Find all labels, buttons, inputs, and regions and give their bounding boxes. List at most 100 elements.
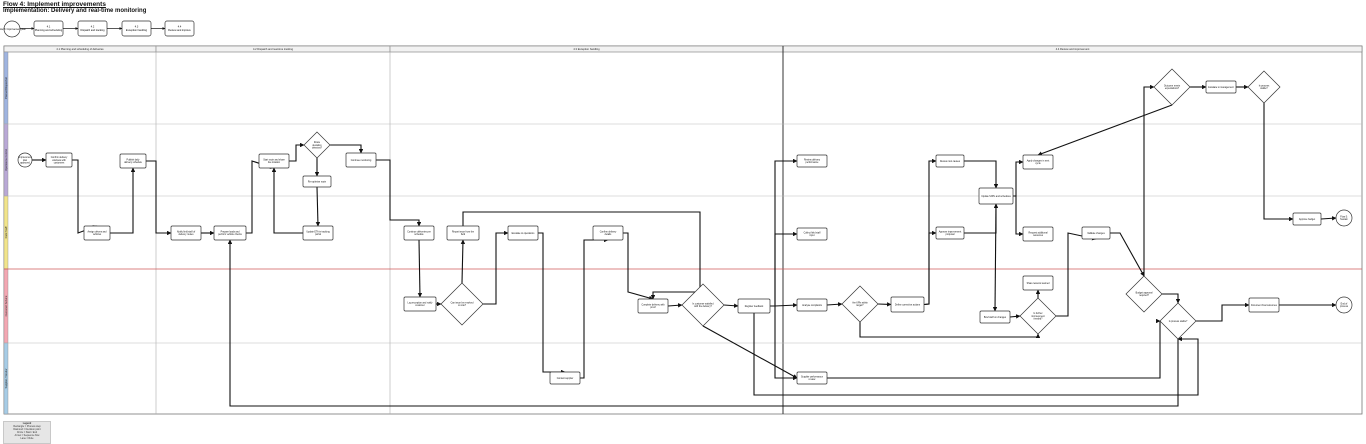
process-node: Analyse complaints: [796, 298, 828, 312]
flow-arrow: [1110, 232, 1145, 277]
process-node: Continue monitoring: [345, 152, 377, 168]
process-node: Escalate to management: [1205, 80, 1237, 94]
flow-arrow: [623, 232, 654, 301]
flow-arrow: [462, 211, 701, 300]
legend-line: Arrow = Sequence flow: [14, 434, 40, 437]
flow-arrow: [580, 237, 609, 379]
process-node: Escalate to operations: [507, 225, 539, 241]
process-node: Share lessons learned: [1022, 275, 1054, 291]
flow-arrow: [1263, 103, 1294, 222]
legend-line: Diamond = Decision point: [13, 428, 41, 431]
process-node: Document final outcomes: [1248, 297, 1280, 313]
node-label: Brief staff on changes: [984, 316, 1007, 319]
overview-step-label: Planning and scheduling: [35, 29, 63, 32]
node-label: Update SOPs and schedules: [981, 195, 1011, 198]
flow-arrow: [827, 320, 1163, 379]
flow-arrow: [770, 305, 798, 381]
flow-arrow: [538, 232, 566, 375]
flow-arrow: [964, 203, 999, 234]
process-node: Brief staff on changes: [979, 310, 1011, 324]
overview-start: [3, 20, 21, 38]
node-label: Escalate to operations: [512, 232, 536, 235]
legend-line: Lane = Role: [20, 437, 34, 440]
flow-arrow: [1056, 232, 1097, 317]
phase-label: 4.2 Dispatch and real-time tracking: [253, 47, 294, 51]
node-label: Escalate to management: [1208, 86, 1234, 89]
node-label: Approve budget: [1299, 218, 1316, 221]
decision-node: Is process stable?: [1159, 302, 1197, 340]
process-node: Review root causes: [935, 154, 965, 168]
flow-arrow: [146, 160, 172, 236]
overview-step-id: 4.3: [135, 26, 139, 29]
flow-arrow: [289, 142, 305, 162]
flow-arrow: [753, 313, 1199, 396]
flow-arrow: [826, 302, 843, 307]
flow-arrow: [1013, 195, 1024, 237]
flow-arrow: [992, 203, 998, 312]
process-node: Update SOPs and schedules: [978, 187, 1014, 205]
flow-arrow: [1320, 216, 1337, 221]
node-label: Register feedback: [745, 305, 764, 308]
node-label: Document final outcomes: [1251, 304, 1278, 307]
legend-line: Rectangle = Process step: [13, 425, 41, 428]
node-label: Analyse complaints: [802, 304, 823, 307]
flow-arrow: [1013, 159, 1024, 197]
process-node: Validate changes: [1081, 226, 1111, 240]
node-label: Continue monitoring: [351, 159, 372, 162]
flow-arrow: [483, 230, 509, 305]
flow-arrow: [110, 167, 136, 234]
flow-arrow: [1037, 104, 1173, 156]
flow-arrow: [923, 230, 937, 306]
node-label: Review root causes: [940, 160, 961, 163]
phase-label: 4.3 Exception handling: [573, 47, 600, 51]
overview-step-label: Exception handling: [126, 29, 148, 32]
overview-step-label: Review and improve: [168, 29, 191, 32]
diagram-subtitle: Implementation: Delivery and real-time m…: [3, 8, 147, 14]
process-node: Define corrective actions: [890, 296, 925, 313]
flow-arrow: [376, 159, 422, 227]
overview-step-label: Dispatch and tracking: [80, 29, 105, 32]
process-node: Approve budget: [1292, 212, 1322, 226]
flow-arrow: [246, 160, 275, 234]
flow-arrow: [271, 167, 303, 234]
flow-arrow: [964, 160, 999, 189]
